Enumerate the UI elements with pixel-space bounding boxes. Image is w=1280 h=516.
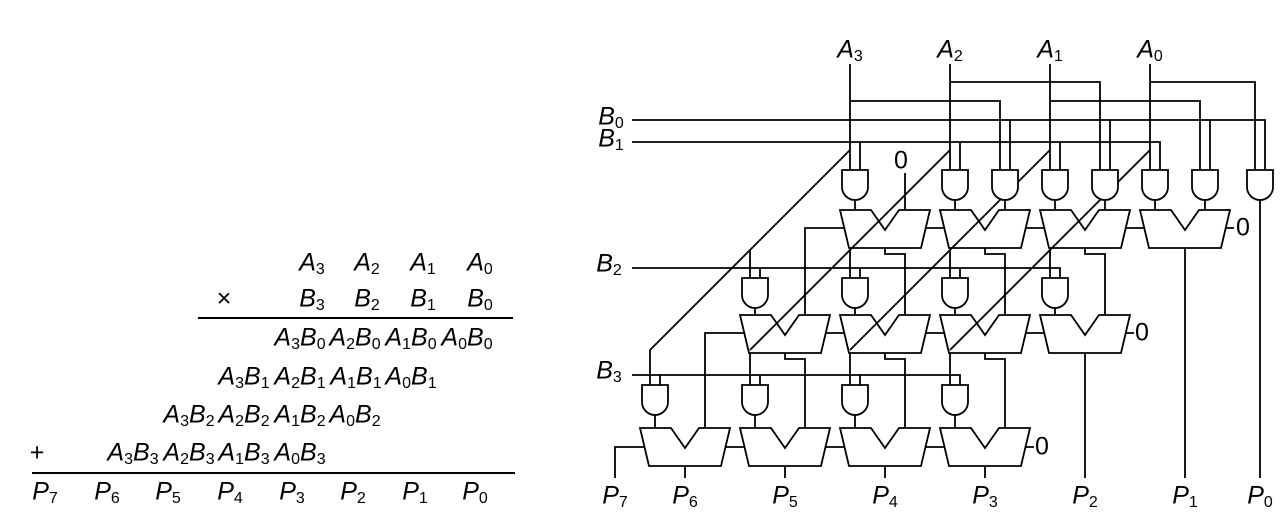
tableau-product-bit: P2 xyxy=(340,477,366,508)
b-input-label: B2 xyxy=(596,249,622,280)
partial-product-term: A3B0 xyxy=(274,323,326,354)
carry-zero-label: 0 xyxy=(1035,432,1049,461)
partial-product-term: A3B3 xyxy=(107,438,159,469)
and-gate-array xyxy=(641,169,1274,416)
gate-output-stubs xyxy=(654,200,1206,428)
adder-cell xyxy=(938,427,1032,467)
b-input-label: B1 xyxy=(598,124,624,155)
partial-product-term: A3B2 xyxy=(163,400,215,431)
p-output-label: P2 xyxy=(1072,481,1098,512)
tableau-product-bit: P4 xyxy=(217,477,243,508)
a-input-label: A2 xyxy=(937,35,963,66)
diagonal-wire xyxy=(649,149,851,351)
p-output-label: P7 xyxy=(602,481,628,512)
p-output-label: P1 xyxy=(1172,481,1198,512)
partial-product-term: A1B3 xyxy=(218,438,270,469)
tableau-operand-a: A2 xyxy=(354,248,380,279)
adder-cell xyxy=(838,427,932,467)
partial-product-term: A2B0 xyxy=(329,323,381,354)
p-output-label: P5 xyxy=(772,481,798,512)
and-gate xyxy=(841,169,869,201)
and-gate xyxy=(1041,277,1069,309)
tableau-operand-a: A0 xyxy=(467,248,493,279)
adder-cell xyxy=(1138,209,1232,249)
diagonal-wire xyxy=(749,149,951,351)
partial-product-term: A1B0 xyxy=(385,323,437,354)
carry-zero-label: 0 xyxy=(1135,318,1149,347)
b-input-label: B0 xyxy=(598,102,624,133)
partial-product-term: A2B3 xyxy=(163,438,215,469)
tableau-product-bit: P0 xyxy=(462,477,488,508)
zero-constant-label: 0 xyxy=(894,146,908,175)
adder-cell xyxy=(938,314,1032,354)
p-output-label: P6 xyxy=(672,481,698,512)
tableau-product-bit: P5 xyxy=(155,477,181,508)
p-output-label: P3 xyxy=(972,481,998,512)
and-gate xyxy=(741,277,769,309)
adder-cell xyxy=(738,427,832,467)
partial-product-term: A1B2 xyxy=(274,400,326,431)
and-gate xyxy=(841,384,869,416)
adder-cell xyxy=(838,314,932,354)
partial-product-term: A1B1 xyxy=(330,362,382,393)
partial-product-term: A2B1 xyxy=(274,362,326,393)
adder-cell xyxy=(1038,314,1132,354)
adder-interconnect xyxy=(614,173,1234,478)
tableau-product-bit: P1 xyxy=(402,477,428,508)
adder-cell xyxy=(738,314,832,354)
a-input-label: A3 xyxy=(837,35,863,66)
and-gate xyxy=(1246,169,1274,201)
tableau-product-bit: P6 xyxy=(94,477,120,508)
tableau-product-bit: P7 xyxy=(32,477,58,508)
partial-product-term: A0B2 xyxy=(329,400,381,431)
output-wires xyxy=(1084,200,1261,478)
partial-product-term: A3B1 xyxy=(218,362,270,393)
plus-sign: + xyxy=(29,438,45,467)
tableau-operand-b: B2 xyxy=(354,284,380,315)
and-gate xyxy=(841,277,869,309)
p-output-label: P0 xyxy=(1247,481,1273,512)
partial-product-term: A2B2 xyxy=(218,400,270,431)
and-gate xyxy=(1191,169,1219,201)
and-gate xyxy=(1041,169,1069,201)
multiply-sign: × xyxy=(216,284,232,313)
and-gate xyxy=(1141,169,1169,201)
a-input-wires xyxy=(849,64,1256,170)
tableau-rule-top xyxy=(198,317,513,319)
and-gate xyxy=(941,384,969,416)
b-input-label: B3 xyxy=(596,356,622,387)
tableau-product-bit: P3 xyxy=(279,477,305,508)
and-gate xyxy=(941,169,969,201)
and-gate xyxy=(741,384,769,416)
p-output-label: P4 xyxy=(872,481,898,512)
tableau-operand-a: A1 xyxy=(410,248,436,279)
b-input-wires xyxy=(632,119,1266,385)
tableau-operand-b: B3 xyxy=(299,284,325,315)
carry-zero-label: 0 xyxy=(1236,213,1250,242)
and-gate xyxy=(941,277,969,309)
tableau-rule-bottom xyxy=(32,472,515,474)
partial-product-term: A0B0 xyxy=(441,323,493,354)
tableau-operand-b: B0 xyxy=(467,284,493,315)
and-gate xyxy=(991,169,1019,201)
diagonal-tap-leads xyxy=(649,250,1051,385)
circuit-wires xyxy=(614,64,1266,478)
adder-rows xyxy=(638,209,1232,467)
a-input-label: A1 xyxy=(1037,35,1063,66)
tableau-operand-a: A3 xyxy=(299,248,325,279)
and-gate xyxy=(641,384,669,416)
and-gate xyxy=(1091,169,1119,201)
tableau-operand-b: B1 xyxy=(410,284,436,315)
adder-cell xyxy=(638,427,732,467)
partial-product-term: A0B3 xyxy=(274,438,326,469)
partial-product-term: A0B1 xyxy=(385,362,437,393)
a-input-label: A0 xyxy=(1137,35,1163,66)
